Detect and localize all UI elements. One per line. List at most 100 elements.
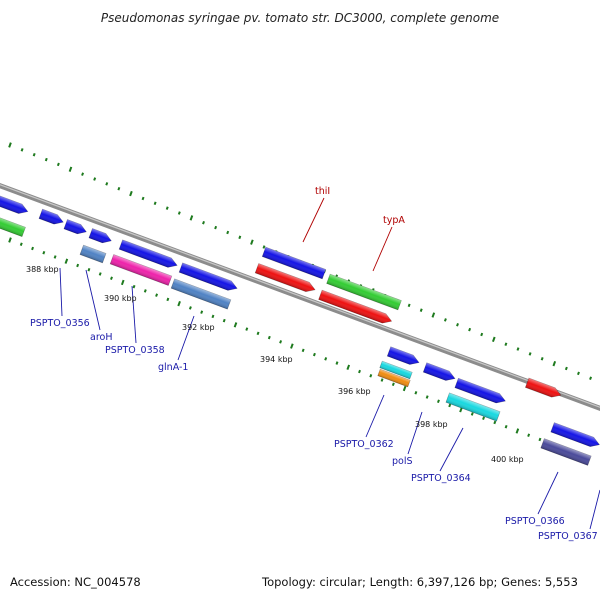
feature-blue-0366[interactable] [550,422,600,450]
feature-blue-small-a[interactable] [38,208,65,227]
tick-mark [312,352,316,357]
tick-mark [436,399,440,404]
tick-mark [470,412,474,416]
tick-mark [56,162,60,167]
tick-mark [589,376,593,380]
tick-mark [8,142,12,148]
feature-blue-small-b[interactable] [63,219,88,236]
tick-mark [188,306,192,310]
gene-label-typa[interactable]: typA [383,215,405,226]
feature-green-left-edge[interactable] [0,212,26,238]
tick-mark [279,340,283,344]
feature-pspto-0364[interactable] [445,392,501,422]
feature-blue-pols[interactable] [422,362,456,384]
tick-mark [165,206,169,210]
feature-blue-glna[interactable] [178,262,239,293]
gene-label-pspto-0362[interactable]: PSPTO_0362 [334,439,394,450]
feature-pspto-0358[interactable] [109,254,173,286]
tick-mark [105,182,109,186]
scale-label-396: 396 kbp [338,387,371,396]
feature-red-right[interactable] [524,377,562,400]
tick-mark [290,343,294,349]
tick-mark [117,186,121,191]
tick-mark [493,420,497,425]
tick-mark [42,250,46,255]
tick-mark [222,318,226,323]
feature-blue-left-edge[interactable] [0,193,30,217]
gene-label-aroh[interactable]: aroH [90,332,112,343]
scale-label-392: 392 kbp [182,323,215,332]
tick-mark [141,196,145,201]
gene-label-pspto-0367[interactable]: PSPTO_0367 [538,531,598,542]
feature-red-typa[interactable] [318,289,394,326]
feature-blue-small-c[interactable] [88,228,113,245]
feature-blue-0358[interactable] [118,239,179,270]
feature-pspto-0366[interactable] [540,438,592,466]
tick-mark [177,211,181,215]
tick-mark [8,237,12,243]
tick-mark [564,366,568,371]
tick-mark [98,272,102,276]
tick-mark [301,348,305,353]
tick-mark [402,385,407,392]
tick-mark [177,300,181,307]
gene-label-pspto-0366[interactable]: PSPTO_0366 [505,516,565,527]
leader-pspto-0366 [537,471,559,515]
tick-mark [324,357,328,361]
feature-thii[interactable] [254,263,317,295]
tick-mark [214,225,218,230]
tick-mark [81,172,85,176]
scale-label-390: 390 kbp [104,294,137,303]
tick-mark [226,230,230,235]
genome-backbone-highlight [0,184,600,408]
feature-typa[interactable] [326,273,402,311]
tick-mark [335,361,339,365]
tick-mark [515,428,520,434]
scale-label-398: 398 kbp [415,420,448,429]
gene-label-pols[interactable]: polS [392,456,413,467]
tick-mark [189,215,194,221]
feature-pols[interactable] [377,368,411,388]
tick-mark [64,258,69,264]
tick-mark [358,369,361,374]
tick-mark [250,239,254,245]
tick-mark [267,335,271,340]
tick-mark [468,327,472,332]
tick-mark [448,403,452,408]
leader-pols [407,411,423,455]
feature-pspto-0362[interactable] [379,360,413,380]
scale-label-388: 388 kbp [26,265,59,274]
tick-mark [32,152,36,157]
tick-mark [380,378,384,382]
gene-label-pspto-0356[interactable]: PSPTO_0356 [30,318,90,329]
tick-mark [504,342,508,346]
tick-mark [480,332,484,337]
tick-mark [516,347,520,351]
gene-label-thii[interactable]: thiI [315,186,330,197]
tick-mark [527,433,531,437]
leader-typa [372,226,393,272]
tick-mark [87,267,91,272]
map-title: Pseudomonas syringae pv. tomato str. DC3… [101,11,499,25]
leader-pspto-0364 [439,427,464,472]
feature-glna-1[interactable] [170,278,232,310]
feature-aroh[interactable] [79,244,107,264]
tick-mark [211,314,215,319]
gene-label-pspto-0358[interactable]: PSPTO_0358 [105,345,165,356]
feature-blue-0364[interactable] [454,377,507,405]
gene-label-pspto-0364[interactable]: PSPTO_0364 [411,473,471,484]
leader-pspto-0367 [589,489,600,530]
feature-blue-0362[interactable] [386,346,420,368]
tick-mark [492,336,496,343]
tick-mark [120,279,125,286]
gene-label-glna-1[interactable]: glnA-1 [158,362,188,373]
tick-mark [391,382,395,387]
feature-thii-blue[interactable] [261,246,327,280]
tick-mark [110,276,113,280]
tick-mark [166,297,170,302]
tick-mark [129,190,133,197]
gene-labels: PSPTO_0356 aroH PSPTO_0358 glnA-1 thiI t… [30,186,598,542]
tick-mark [93,177,97,181]
tick-mark [528,352,532,356]
